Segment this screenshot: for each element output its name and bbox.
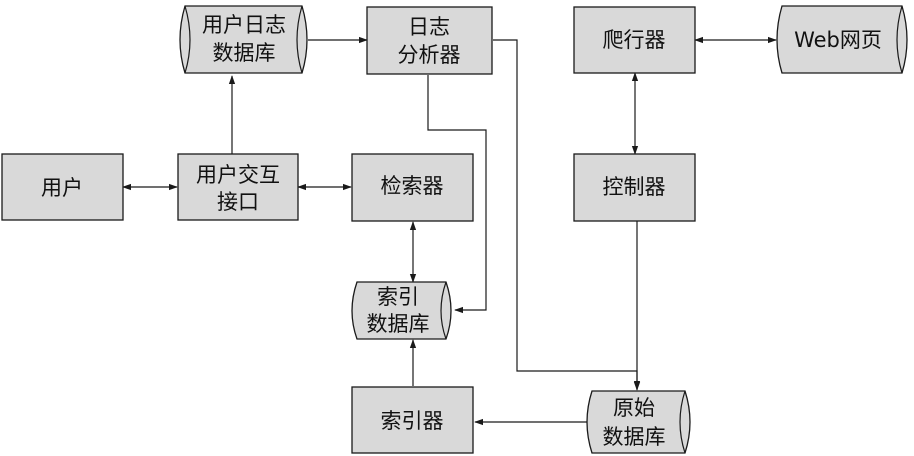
node-raw-db: 原始 数据库: [586, 390, 691, 454]
node-controller: 控制器: [573, 153, 696, 222]
node-index-db-label-1: 索引: [377, 285, 419, 309]
node-user-label: 用户: [41, 176, 83, 200]
node-log-db-label-2: 数据库: [213, 41, 276, 65]
node-crawler: 爬行器: [573, 6, 696, 74]
edges: [122, 36, 777, 426]
node-index-db-label-2: 数据库: [367, 312, 430, 336]
node-index-db: 索引 数据库: [351, 281, 452, 340]
node-interface: 用户交互 接口: [177, 153, 299, 221]
node-web: Web网页: [776, 5, 908, 74]
node-log-db: 用户日志 数据库: [179, 5, 308, 74]
node-controller-label: 控制器: [603, 175, 666, 199]
node-log-analyzer-label-1: 日志: [408, 15, 450, 39]
node-retriever: 检索器: [351, 153, 474, 222]
node-crawler-label: 爬行器: [603, 28, 666, 52]
node-log-analyzer-label-2: 分析器: [398, 43, 461, 67]
node-log-analyzer: 日志 分析器: [366, 6, 493, 75]
node-interface-label-1: 用户交互: [196, 163, 280, 187]
node-user: 用户: [1, 153, 124, 221]
node-log-db-label-1: 用户日志: [202, 13, 286, 37]
edge-loganalyzer-indexdb: [427, 75, 487, 314]
node-raw-db-label-2: 数据库: [603, 425, 666, 449]
node-retriever-label: 检索器: [381, 174, 444, 198]
node-web-label: Web网页: [794, 28, 882, 52]
node-indexer-label: 索引器: [381, 409, 444, 433]
node-interface-label-2: 接口: [217, 190, 259, 214]
node-indexer: 索引器: [351, 386, 474, 454]
node-raw-db-label-1: 原始: [613, 396, 655, 420]
